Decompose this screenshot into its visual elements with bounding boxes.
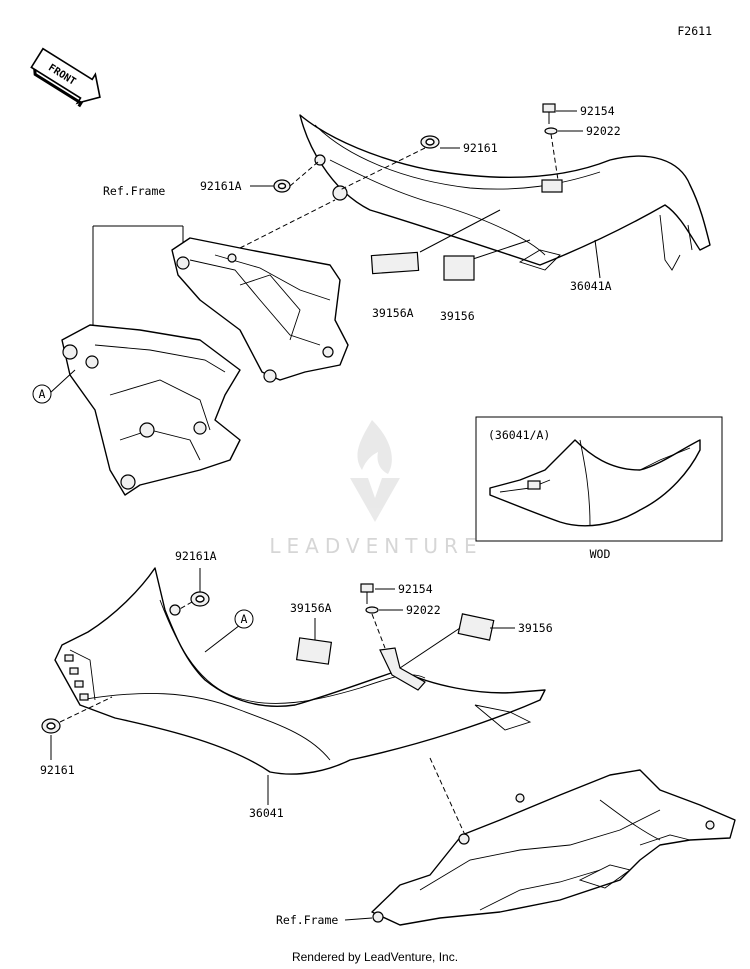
watermark-text: LEADVENTURE [269, 534, 482, 558]
front-arrow-icon: FRONT [30, 47, 101, 108]
side-cover-36041 [54, 567, 546, 775]
bolt-92154-bottom [360, 583, 374, 604]
callout-a-top: A [39, 387, 46, 401]
callout-36041a-top: 36041A [570, 279, 612, 293]
watermark-logo-icon [350, 420, 400, 522]
callout-92161-bottom: 92161 [40, 763, 75, 777]
grommet-92161a-bottom [190, 591, 210, 607]
callout-92161a-top: 92161A [200, 179, 242, 193]
diagram-code: F2611 [677, 24, 712, 38]
footer-credit: Rendered by LeadVenture, Inc. [291, 950, 459, 964]
pad-39156-top [443, 255, 475, 281]
pad-39156-bottom [457, 613, 495, 641]
grommet-92161-bottom [41, 718, 61, 734]
callout-39156-bottom: 39156 [518, 621, 553, 635]
callout-ref-frame-top: Ref.Frame [103, 184, 165, 198]
ref-a-circle-top [32, 384, 52, 404]
callout-92161-top: 92161 [463, 141, 498, 155]
callout-a-bottom: A [241, 612, 248, 626]
inset-label: (36041/A) [488, 428, 550, 442]
inset-caption: WOD [590, 547, 611, 561]
pad-39156a-top [370, 251, 420, 275]
frame-bracket-left [61, 324, 241, 496]
callout-39156a-top: 39156A [372, 306, 414, 320]
inset-cover-36041-wod [489, 439, 701, 527]
ref-frame-bracket-top [92, 225, 184, 330]
callout-92022-bottom: 92022 [406, 603, 441, 617]
callout-92022-top: 92022 [586, 124, 621, 138]
callout-92154-top: 92154 [580, 104, 615, 118]
callout-92154-bottom: 92154 [398, 582, 433, 596]
grommet-92161a-top [273, 179, 291, 193]
side-cover-36041a [299, 114, 711, 271]
washer-92022-top [544, 127, 558, 135]
washer-92022-bottom [365, 606, 379, 614]
bolt-92154-top [542, 103, 556, 124]
callout-36041-bottom: 36041 [249, 806, 284, 820]
callout-ref-frame-bottom: Ref.Frame [276, 913, 338, 927]
callout-39156a-bottom: 39156A [290, 601, 332, 615]
ref-a-circle-bottom [234, 609, 254, 629]
frame-rear-bottom [371, 769, 736, 926]
grommet-92161-top [420, 135, 440, 149]
callout-39156-top: 39156 [440, 309, 475, 323]
pad-39156a-bottom [295, 637, 333, 665]
frame-bracket-right [171, 237, 349, 383]
callout-92161a-bottom: 92161A [175, 549, 217, 563]
